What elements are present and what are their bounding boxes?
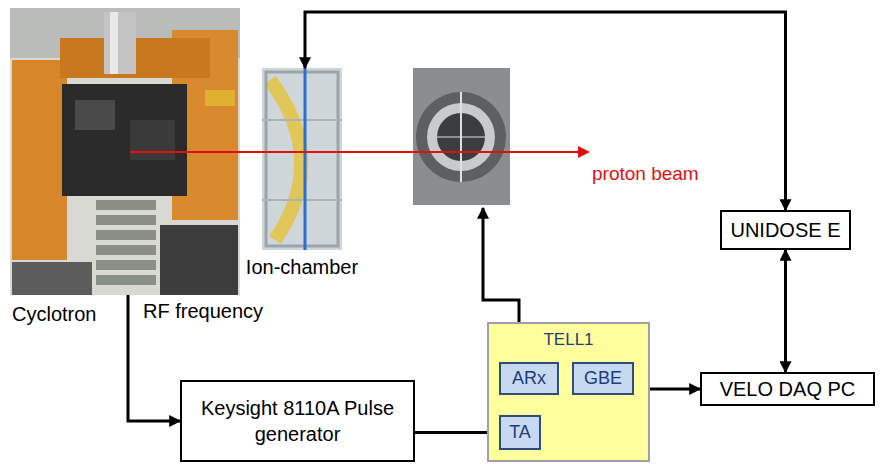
module-box: ARx bbox=[499, 362, 559, 395]
process-box: VELO DAQ PC bbox=[700, 372, 875, 406]
node-label: Keysight 8110A Pulse generator bbox=[182, 395, 413, 447]
process-box: UNIDOSE E bbox=[720, 210, 851, 250]
cyclotron-photo: Cyclotron bbox=[10, 8, 240, 295]
process-box: Keysight 8110A Pulse generator bbox=[180, 380, 415, 462]
module-box: GBE bbox=[572, 362, 634, 395]
module-box: TA bbox=[499, 415, 541, 450]
node-label: GBE bbox=[580, 367, 626, 390]
ion-chamber-photo: Ion-chamber bbox=[262, 68, 342, 250]
beam-label: proton beam bbox=[592, 163, 699, 185]
node-label: VELO DAQ PC bbox=[716, 376, 860, 402]
connector bbox=[305, 12, 786, 210]
proton-beam bbox=[130, 146, 590, 158]
node-label: UNIDOSE E bbox=[726, 217, 844, 243]
connector bbox=[784, 250, 787, 372]
node-label: TA bbox=[505, 421, 535, 444]
node-label: Ion-chamber bbox=[246, 256, 358, 279]
board-box: TELL1ARx GBE TA bbox=[487, 322, 650, 462]
node-label: TELL1 bbox=[489, 330, 648, 350]
detector-photo bbox=[413, 68, 510, 205]
node-label: ARx bbox=[508, 367, 550, 390]
ion-chamber-photo bbox=[262, 68, 342, 250]
node-label: Cyclotron bbox=[12, 303, 96, 326]
edge-label: RF frequency bbox=[143, 300, 263, 323]
